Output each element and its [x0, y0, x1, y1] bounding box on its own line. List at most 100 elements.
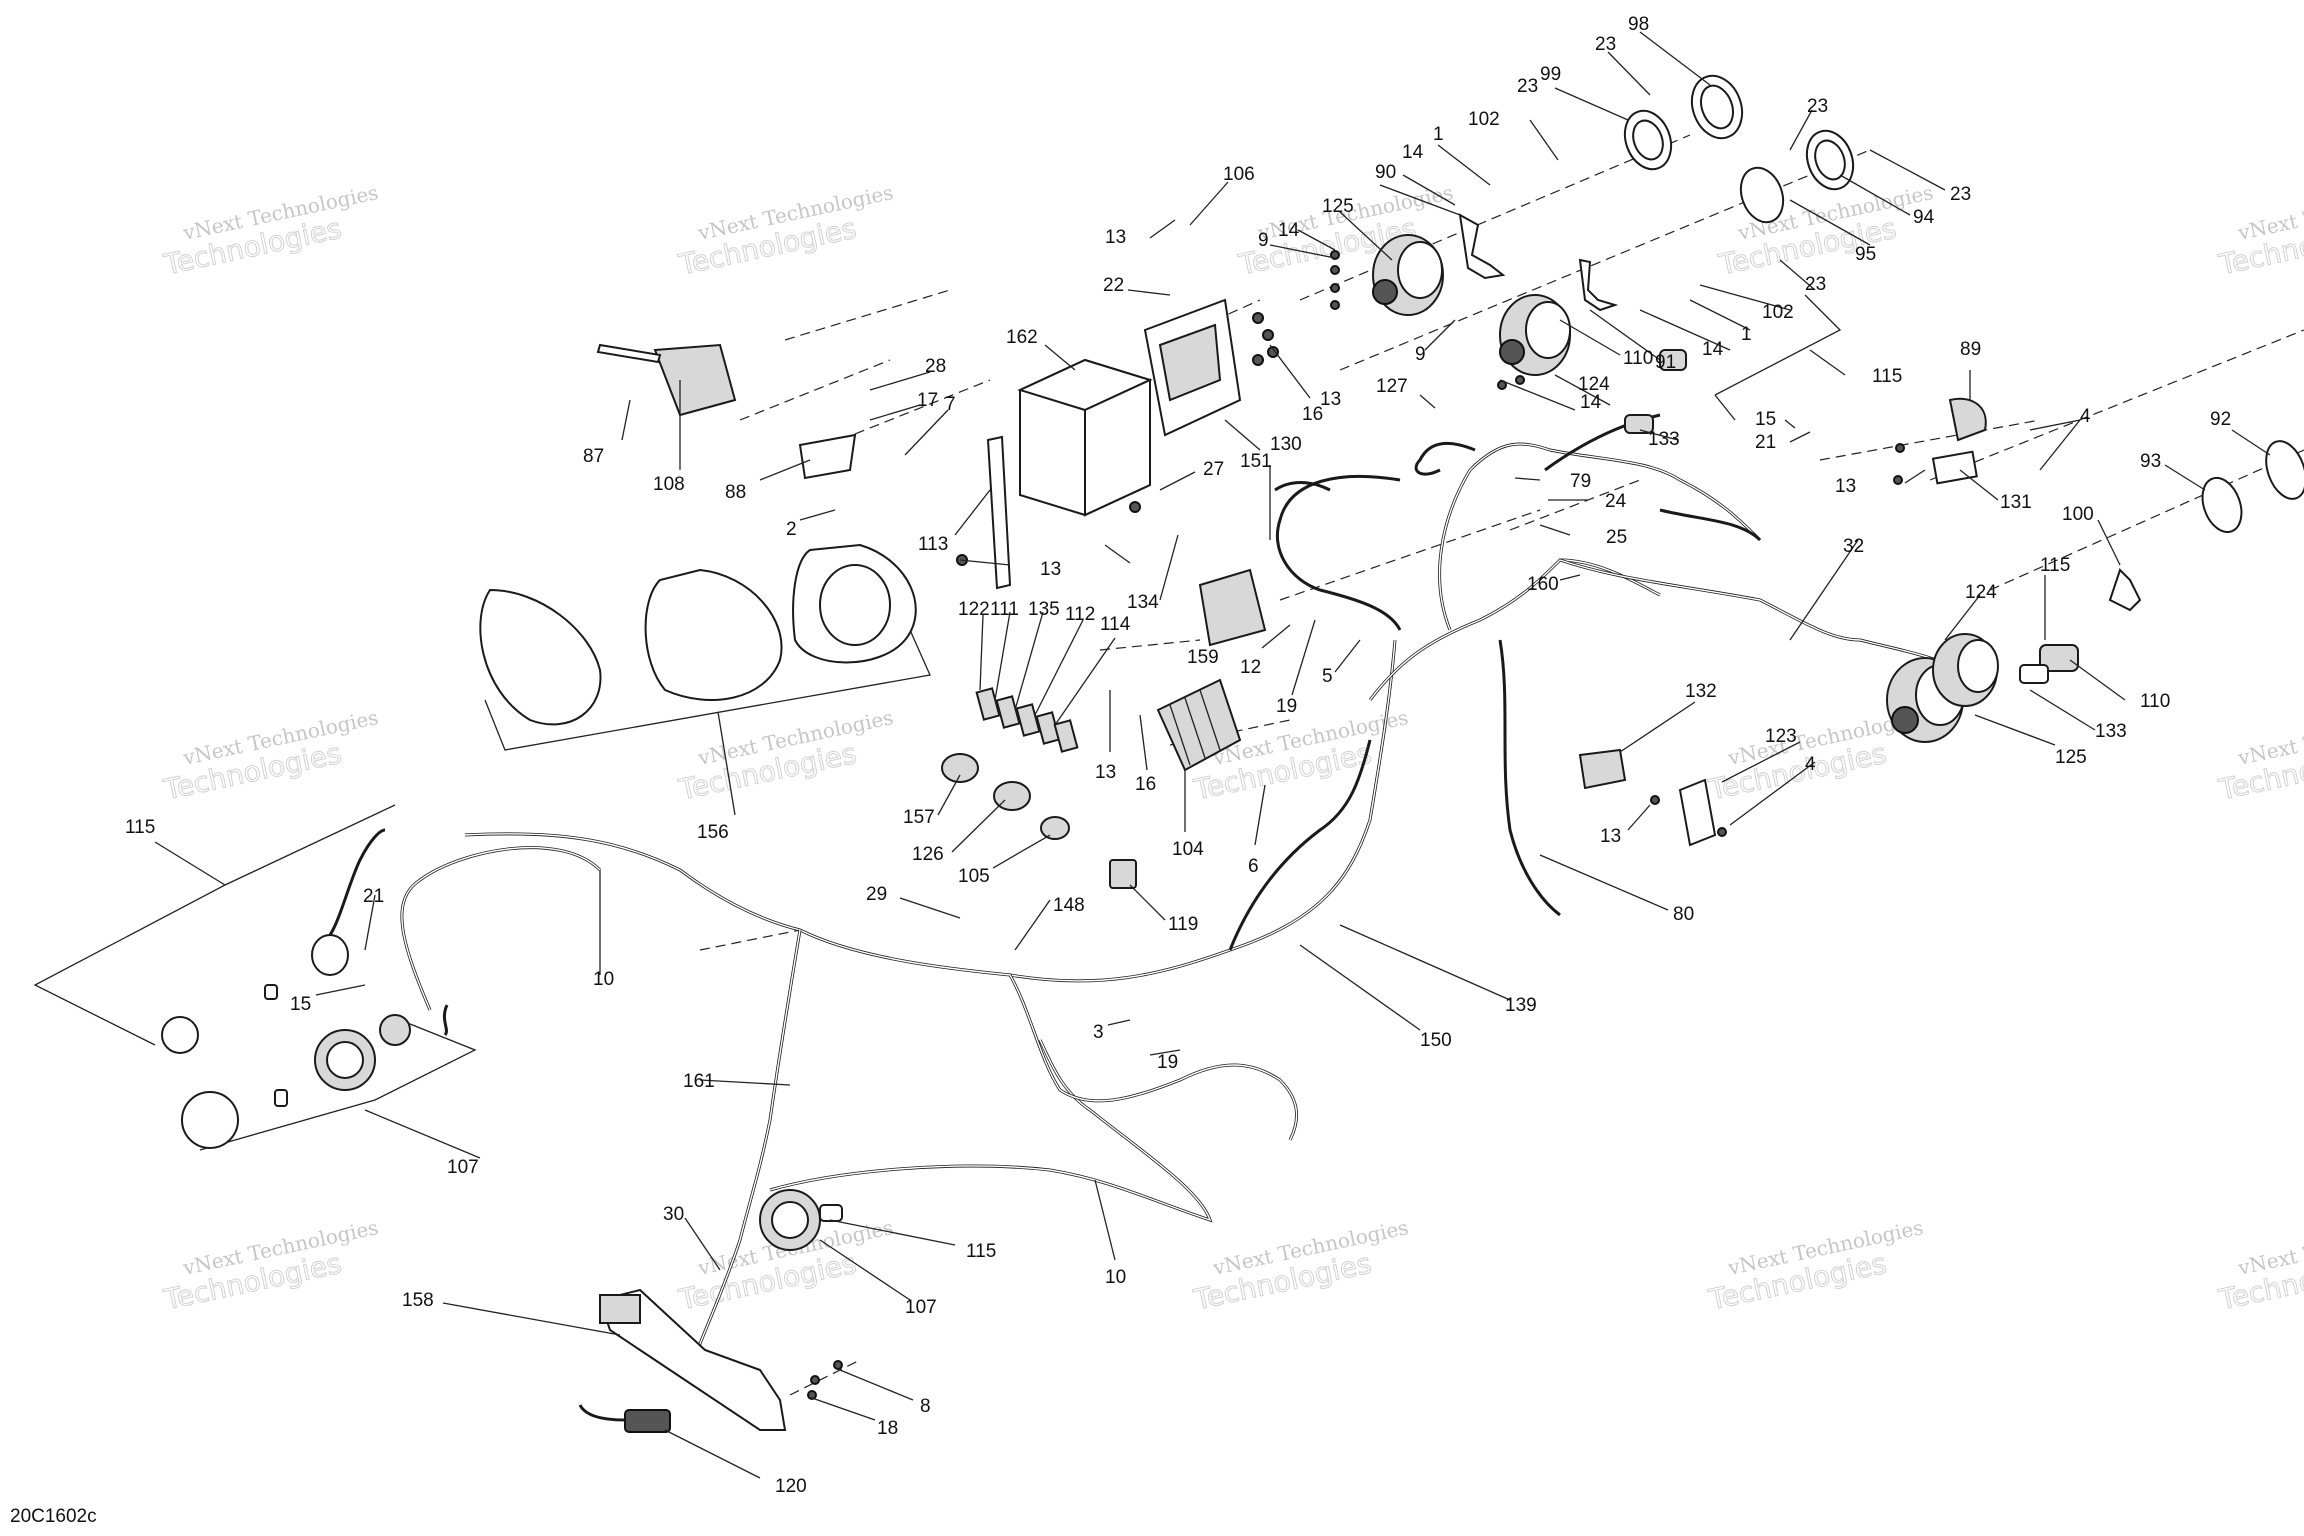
- callout-10: 10: [1105, 1267, 1126, 1288]
- ring-92: [2265, 440, 2304, 500]
- watermark: vNext Technologies Technologies: [160, 705, 380, 807]
- relay-132: [1578, 748, 1627, 790]
- callout-113: 113: [918, 534, 948, 555]
- callout-21: 21: [1755, 432, 1776, 453]
- callout-28: 28: [925, 356, 946, 377]
- assembly-axes: [699, 134, 2304, 1396]
- callout-23: 23: [1805, 274, 1826, 295]
- callout-3: 3: [1093, 1022, 1104, 1043]
- callout-14: 14: [1402, 142, 1424, 163]
- module-159: [1198, 568, 1267, 647]
- callout-107: 107: [447, 1157, 479, 1178]
- callout-6: 6: [1248, 856, 1259, 877]
- callout-126: 126: [912, 844, 944, 865]
- headlight-124-right: [1932, 633, 1999, 707]
- callout-100: 100: [2062, 504, 2094, 525]
- callout-23: 23: [1595, 34, 1616, 55]
- light-kit-bottom: [759, 1189, 843, 1251]
- callout-17: 17: [917, 390, 938, 411]
- callout-102: 102: [1468, 109, 1500, 130]
- callout-21: 21: [363, 886, 384, 907]
- callout-93: 93: [2140, 451, 2161, 472]
- callout-23: 23: [1807, 96, 1828, 117]
- callout-27: 27: [1203, 459, 1224, 480]
- socket-105: [1040, 816, 1070, 840]
- callout-19: 19: [1157, 1052, 1178, 1073]
- callout-10: 10: [593, 969, 614, 990]
- watermark: vNext Technologies Technologies: [2215, 1215, 2304, 1317]
- callout-14: 14: [1580, 392, 1602, 413]
- bracket-90: [1458, 213, 1506, 280]
- callout-125: 125: [1322, 196, 1354, 217]
- callout-16: 16: [1135, 774, 1156, 795]
- bracket-88: [798, 433, 857, 480]
- callout-13: 13: [1040, 559, 1061, 580]
- callout-107: 107: [905, 1297, 937, 1318]
- callout-156: 156: [697, 822, 729, 843]
- callout-19: 19: [1276, 696, 1297, 717]
- callout-110: 110: [2140, 691, 2170, 712]
- callout-90: 90: [1375, 162, 1396, 183]
- callout-4: 4: [1805, 754, 1816, 775]
- callout-25: 25: [1606, 527, 1627, 548]
- bracket-158: [598, 1288, 787, 1431]
- callout-132: 132: [1685, 681, 1717, 702]
- fuse-row: [975, 687, 1079, 753]
- callout-15: 15: [290, 994, 311, 1015]
- callout-124: 124: [1578, 374, 1610, 395]
- ring-99-inner: [1632, 119, 1664, 161]
- callout-94: 94: [1913, 207, 1935, 228]
- callout-104: 104: [1172, 839, 1204, 860]
- callout-115: 115: [125, 817, 155, 838]
- callout-130: 130: [1270, 434, 1302, 455]
- callout-13: 13: [1835, 476, 1856, 497]
- light-kit-left: [161, 828, 449, 1149]
- callout-112: 112: [1065, 604, 1095, 625]
- watermark: vNext Technologies Technologies: [675, 180, 895, 282]
- headlight-125-top: [1372, 234, 1444, 316]
- callout-24: 24: [1605, 491, 1627, 512]
- watermark: vNext Technologies Technologies: [160, 180, 380, 282]
- callout-29: 29: [866, 884, 887, 905]
- callout-23: 23: [1517, 76, 1538, 97]
- callout-4: 4: [2080, 406, 2091, 427]
- callout-88: 88: [725, 482, 746, 503]
- instrument-cluster-156: [479, 543, 917, 726]
- callout-119: 119: [1168, 914, 1198, 935]
- callout-16: 16: [1302, 404, 1323, 425]
- callout-7: 7: [945, 394, 956, 415]
- callout-87: 87: [583, 446, 604, 467]
- callout-131: 131: [2000, 492, 2032, 513]
- ring-94-inner: [1814, 139, 1846, 181]
- ring-93: [2201, 476, 2243, 534]
- fuse-box-162-side: [1084, 378, 1151, 517]
- callout-9: 9: [1258, 230, 1269, 251]
- callout-80: 80: [1673, 904, 1694, 925]
- callout-123: 123: [1765, 726, 1797, 747]
- callout-99: 99: [1540, 64, 1561, 85]
- callout-161: 161: [683, 1071, 715, 1092]
- callout-162: 162: [1006, 327, 1038, 348]
- callout-13: 13: [1320, 389, 1341, 410]
- socket-110-right: [2039, 644, 2079, 672]
- callout-150: 150: [1420, 1030, 1452, 1051]
- callout-157: 157: [903, 807, 935, 828]
- component-layer: [161, 74, 2304, 1433]
- watermark: vNext Technologies Technologies: [675, 705, 895, 807]
- callout-1: 1: [1741, 324, 1752, 345]
- watermark: vNext Technologies Technologies: [2215, 705, 2304, 807]
- ring-98-inner: [1700, 84, 1734, 130]
- socket-133-right: [2019, 664, 2049, 684]
- headlight-124-top: [1499, 294, 1571, 376]
- callout-13: 13: [1600, 826, 1621, 847]
- regulator-104: [1156, 678, 1242, 772]
- callout-labels: 98 23 99 23 102 1 14 90 23 23 94 95 23 1…: [125, 14, 2231, 1497]
- callout-133: 133: [1648, 429, 1680, 450]
- callout-5: 5: [1322, 666, 1333, 687]
- callout-95: 95: [1855, 244, 1876, 265]
- callout-13: 13: [1095, 762, 1116, 783]
- callout-92: 92: [2210, 409, 2231, 430]
- bracket-115-left: [33, 804, 396, 1046]
- callout-158: 158: [402, 1290, 434, 1311]
- group-brackets: [33, 294, 1842, 1151]
